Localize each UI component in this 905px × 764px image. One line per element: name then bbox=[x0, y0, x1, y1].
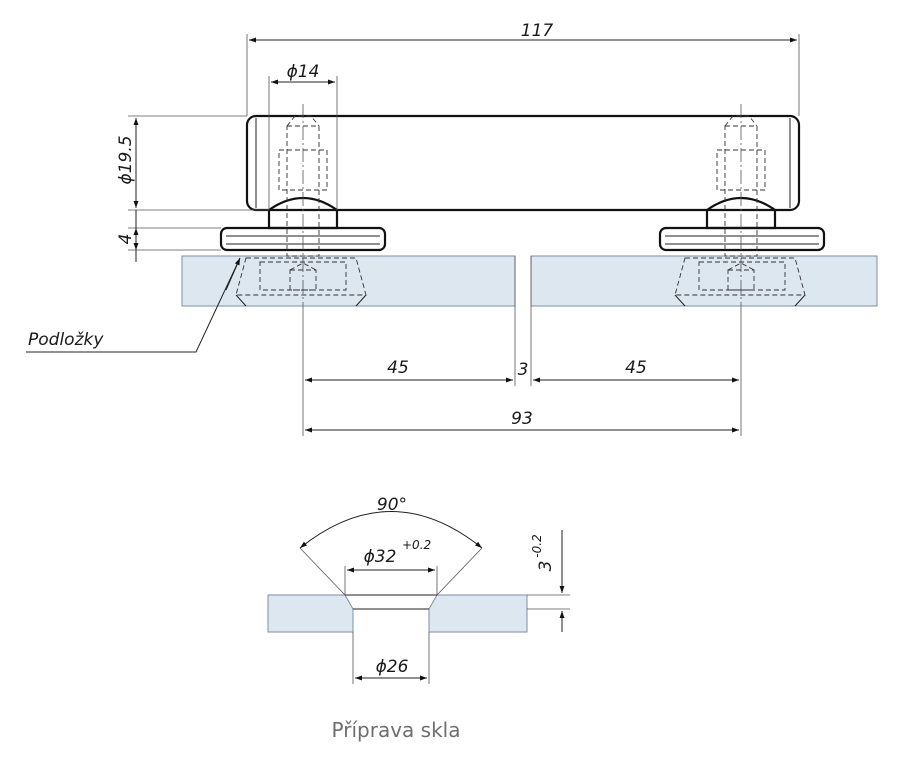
detail-glass-right bbox=[428, 594, 528, 633]
label-base-thickness: 4 bbox=[116, 234, 136, 245]
dim-overall-length: 117 bbox=[246, 21, 800, 116]
glass-panels bbox=[181, 255, 878, 307]
right-fixing bbox=[658, 104, 826, 312]
label-gap: 3 bbox=[518, 360, 529, 380]
handle-assembly bbox=[219, 104, 826, 312]
handle-bar bbox=[245, 114, 801, 212]
glass-panel-right bbox=[530, 255, 878, 307]
label-countersink-depth: 3 bbox=[536, 561, 556, 572]
glass-panel-left bbox=[181, 255, 516, 307]
dim-offsets: 45 45 3 93 bbox=[302, 256, 742, 436]
label-bolt-diameter: ϕ14 bbox=[287, 62, 320, 82]
label-countersink-angle: 90° bbox=[377, 495, 407, 515]
label-washers: Podložky bbox=[28, 330, 104, 350]
leader-washers: Podložky bbox=[26, 257, 241, 353]
label-countersink-tolerance: +0.2 bbox=[402, 538, 431, 552]
label-hole-diameter: ϕ26 bbox=[376, 657, 409, 677]
label-left-offset: 45 bbox=[387, 358, 409, 378]
right-base-rosette bbox=[658, 226, 826, 252]
label-overall-length: 117 bbox=[521, 21, 554, 41]
glass-preparation-detail: 90° ϕ32 +0.2 3 -0.2 ϕ26 bbox=[267, 495, 570, 684]
label-right-offset: 45 bbox=[625, 358, 647, 378]
label-center-distance: 93 bbox=[511, 409, 533, 429]
label-depth-tolerance: -0.2 bbox=[530, 534, 544, 557]
label-countersink-diameter: ϕ32 bbox=[364, 547, 397, 567]
dim-bolt-diameter: ϕ14 bbox=[268, 62, 338, 210]
detail-glass-left bbox=[267, 594, 354, 633]
left-fixing bbox=[219, 104, 387, 312]
dim-handle-height: ϕ19.5 4 bbox=[116, 115, 269, 262]
label-handle-diameter: ϕ19.5 bbox=[116, 135, 136, 184]
caption: Příprava skla bbox=[332, 718, 461, 742]
